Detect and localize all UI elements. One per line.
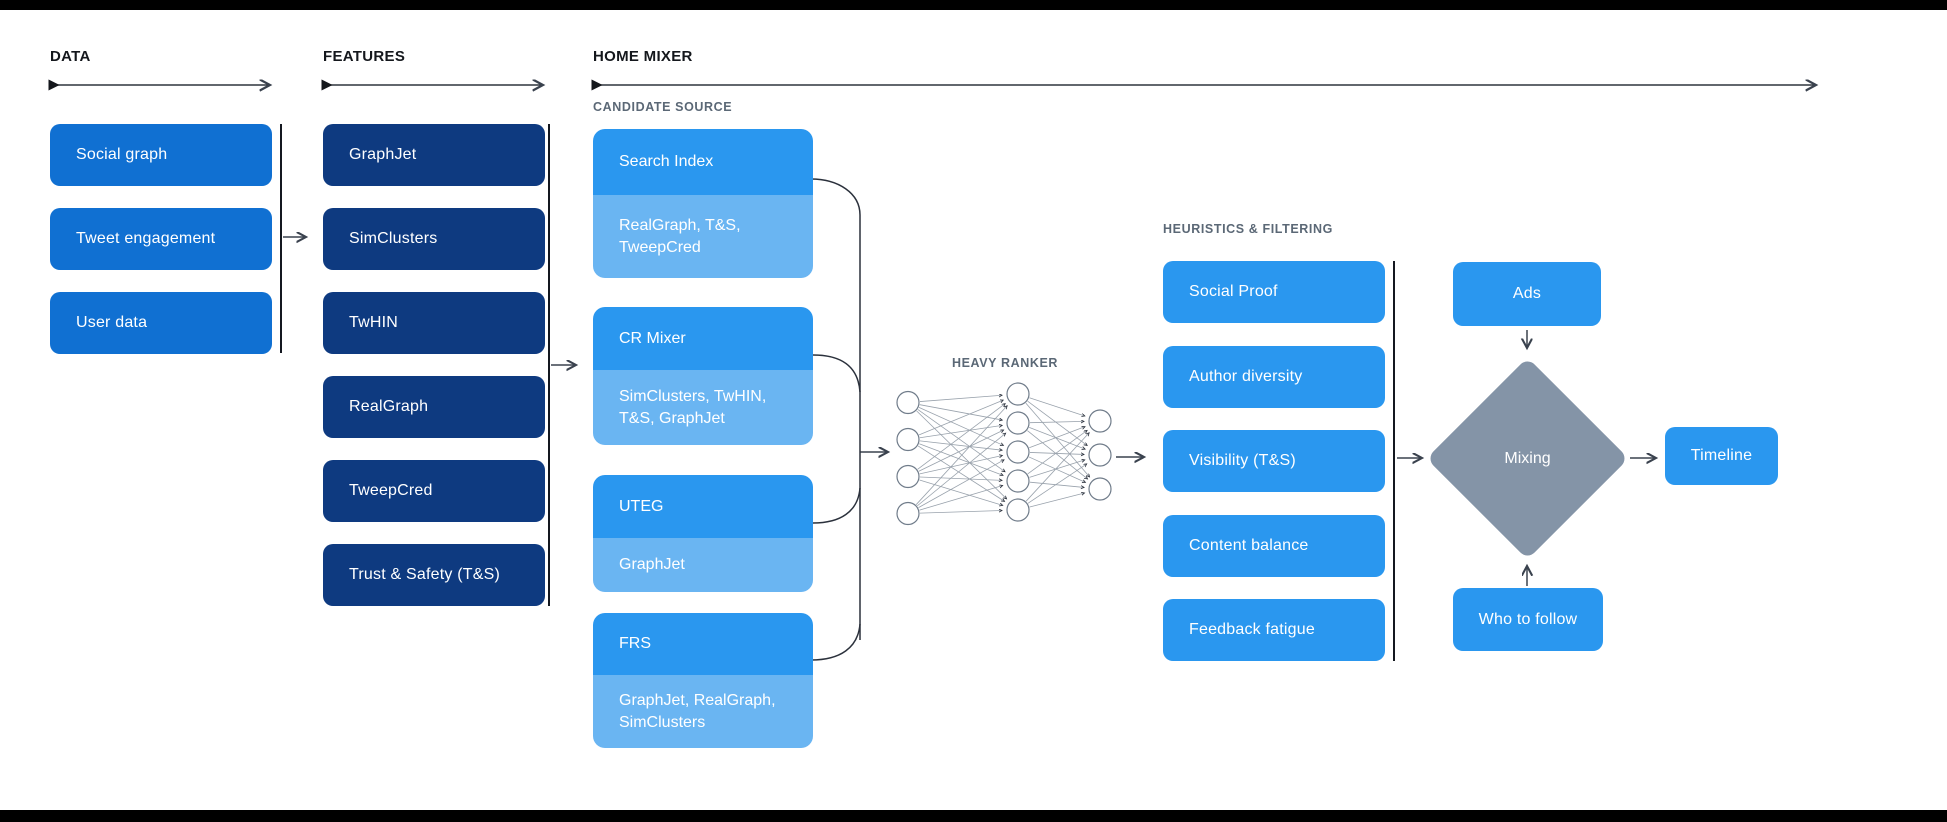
node-simclusters: SimClusters [323, 208, 545, 270]
node-mixing-diamond: Mixing [1426, 357, 1629, 560]
node-realgraph: RealGraph [323, 376, 545, 438]
top-border-bar [0, 0, 1947, 10]
candidate-name: FRS [619, 635, 651, 652]
network-node [1006, 440, 1030, 464]
node-label: Tweet engagement [76, 230, 216, 247]
wire-frs [810, 623, 861, 661]
section-header-data: DATA [50, 48, 91, 65]
node-visibility: Visibility (T&S) [1163, 430, 1385, 492]
bottom-border-bar [0, 810, 1947, 822]
candidate-cr-mixer: CR Mixer SimClusters, TwHIN, T&S, GraphJ… [593, 307, 813, 445]
node-label: Mixing [1504, 449, 1551, 467]
node-content-balance: Content balance [1163, 515, 1385, 577]
network-node [1088, 477, 1112, 501]
network-node [1006, 469, 1030, 493]
node-label: Visibility (T&S) [1189, 452, 1296, 469]
candidate-features: GraphJet, RealGraph, SimClusters [593, 675, 813, 748]
candidate-name: CR Mixer [619, 329, 686, 347]
label-heavy-ranker: HEAVY RANKER [951, 356, 1059, 370]
wire-search-index [810, 178, 861, 216]
candidate-features-label: RealGraph, T&S, TweepCred [619, 217, 741, 256]
candidate-title: Search Index [593, 129, 813, 195]
candidate-features: RealGraph, T&S, TweepCred [593, 195, 813, 278]
section-header-features: FEATURES [323, 48, 406, 65]
candidate-title: FRS [593, 613, 813, 675]
label-heuristics-filtering: HEURISTICS & FILTERING [1163, 222, 1333, 236]
network-node [1088, 443, 1112, 467]
candidate-uteg: UTEG GraphJet [593, 475, 813, 592]
node-timeline: Timeline [1665, 427, 1778, 485]
section-header-home-mixer: HOME MIXER [593, 48, 693, 65]
network-node [1088, 409, 1112, 433]
candidate-title: CR Mixer [593, 307, 813, 370]
node-label: Timeline [1690, 447, 1753, 464]
candidate-search-index: Search Index RealGraph, T&S, TweepCred [593, 129, 813, 278]
candidate-features-label: SimClusters, TwHIN, T&S, GraphJet [619, 388, 767, 427]
node-trust-safety: Trust & Safety (T&S) [323, 544, 545, 606]
node-label: Content balance [1189, 537, 1309, 554]
node-user-data: User data [50, 292, 272, 354]
node-label: Trust & Safety (T&S) [349, 566, 500, 583]
node-tweet-engagement: Tweet engagement [50, 208, 272, 270]
candidate-features: SimClusters, TwHIN, T&S, GraphJet [593, 370, 813, 445]
node-social-proof: Social Proof [1163, 261, 1385, 323]
candidate-name: Search Index [619, 153, 714, 170]
candidate-features: GraphJet [593, 538, 813, 592]
node-label: RealGraph [349, 398, 429, 415]
node-ads: Ads [1453, 262, 1601, 326]
wire-uteg [812, 487, 861, 524]
network-node [1006, 411, 1030, 435]
node-tweepcred: TweepCred [323, 460, 545, 522]
node-graphjet: GraphJet [323, 124, 545, 186]
node-label: Ads [1512, 285, 1542, 302]
label-candidate-source: CANDIDATE SOURCE [593, 100, 733, 114]
node-label: Who to follow [1478, 610, 1578, 628]
heavy-ranker-network [896, 382, 1112, 526]
wire-cr-mixer [812, 354, 861, 393]
node-label: GraphJet [349, 146, 417, 163]
candidate-name: UTEG [619, 497, 664, 515]
node-social-graph: Social graph [50, 124, 272, 186]
node-label: Author diversity [1189, 368, 1303, 385]
network-node [896, 427, 920, 452]
network-node [896, 501, 920, 526]
node-label: Feedback fatigue [1189, 621, 1315, 638]
node-label: SimClusters [349, 230, 438, 247]
candidate-features-label: GraphJet, RealGraph, SimClusters [619, 692, 776, 731]
candidate-title: UTEG [593, 475, 813, 538]
network-node [1006, 382, 1030, 406]
node-twhin: TwHIN [323, 292, 545, 354]
node-feedback-fatigue: Feedback fatigue [1163, 599, 1385, 661]
network-node [896, 390, 920, 415]
network-node [896, 464, 920, 489]
node-label: TweepCred [349, 482, 433, 499]
network-node [1006, 498, 1030, 522]
candidate-features-label: GraphJet [619, 556, 685, 574]
node-author-diversity: Author diversity [1163, 346, 1385, 408]
node-label: Social graph [76, 146, 168, 163]
node-who-to-follow: Who to follow [1453, 588, 1603, 651]
node-label: Social Proof [1189, 283, 1278, 300]
node-label: TwHIN [349, 314, 398, 331]
candidate-frs: FRS GraphJet, RealGraph, SimClusters [593, 613, 813, 748]
node-label: User data [76, 314, 148, 331]
